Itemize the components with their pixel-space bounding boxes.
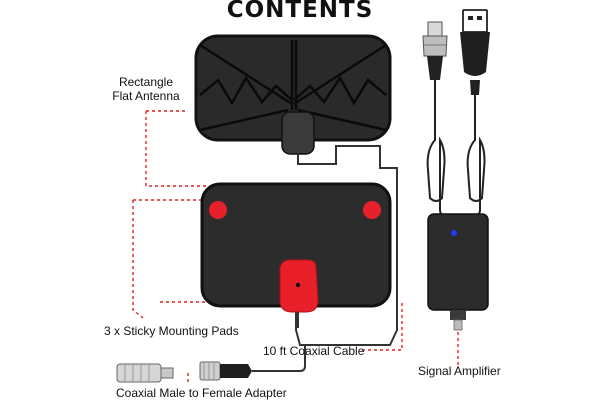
cable-end-connector: [199, 345, 306, 381]
sticky-pad-left: [209, 201, 227, 219]
pads-label: 3 x Sticky Mounting Pads: [104, 324, 239, 338]
sticky-pad-right: [363, 201, 381, 219]
amplifier-cables: [426, 80, 486, 217]
antenna-label-line-1: Rectangle: [118, 75, 174, 89]
antenna-back-view: [200, 182, 392, 328]
coaxial-connector-icon: [422, 21, 448, 80]
usb-plug-icon: [460, 9, 490, 95]
adapter-label: Coaxial Male to Female Adapter: [116, 386, 287, 400]
flat-antenna: [194, 34, 392, 155]
antenna-label: Rectangle Flat Antenna: [108, 75, 184, 103]
coaxial-adapter-icon: [116, 363, 174, 383]
antenna-callout-line: [145, 111, 210, 187]
cable-callout-line: [362, 300, 403, 351]
cable-label: 10 ft Coaxial Cable: [263, 344, 365, 358]
amplifier-label: Signal Amplifier: [418, 364, 501, 378]
coaxial-cable-path: [295, 145, 398, 346]
amplifier-led-icon: [451, 230, 457, 236]
pads-callout-line: [132, 200, 144, 319]
antenna-label-line-2: Flat Antenna: [112, 89, 180, 103]
page-title: CONTENTS: [226, 0, 374, 23]
signal-amplifier: [427, 213, 489, 331]
